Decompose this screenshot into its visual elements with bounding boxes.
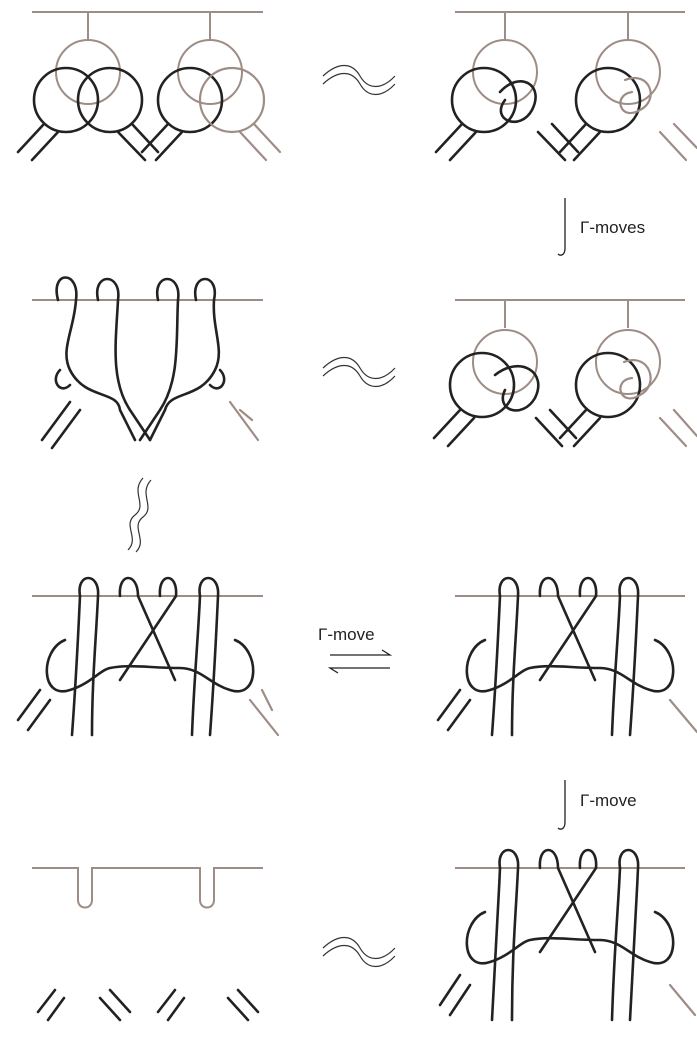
gamma-move-lower-label: Γ-move [580,791,637,810]
row1-right-panel [436,12,697,160]
equivalence-symbol [323,66,395,95]
gamma-moves-label: Γ-moves [580,218,645,237]
row3-left-panel [18,578,278,735]
equivalence-symbol-vertical [128,478,151,552]
gamma-moves-arrow: Γ-moves [558,198,645,255]
gamma-move-horizontal-arrow: Γ-move [318,625,390,673]
right-knot [142,68,280,160]
equivalence-symbol [323,358,395,387]
row2-right-panel [434,300,697,446]
row4-left-panel [32,868,263,1020]
row4-right-panel [440,850,695,1020]
row2-left-panel [32,278,263,449]
gamma-move-lower-arrow: Γ-move [558,780,637,829]
row3-right-panel [438,578,697,735]
left-knot [18,68,158,160]
gamma-move-horizontal-label: Γ-move [318,625,375,644]
row1-left-panel [18,12,280,160]
equivalence-symbol [323,938,395,967]
